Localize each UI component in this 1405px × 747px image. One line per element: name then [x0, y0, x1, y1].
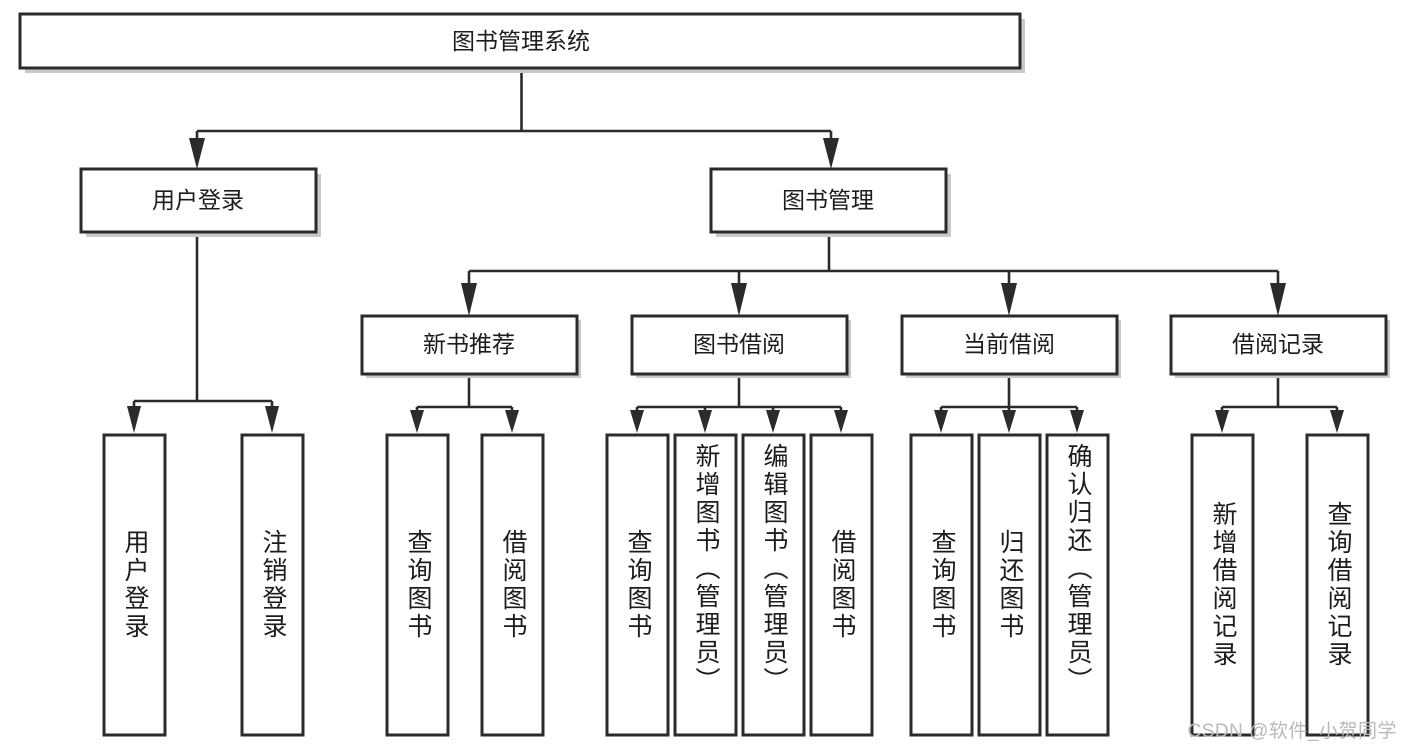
leaf-box-bb-borrow[interactable]	[809, 433, 874, 737]
arrow-head-bb-borrow	[834, 410, 848, 433]
node-current-borrow[interactable]: 当前借阅	[900, 314, 1121, 378]
node-book-borrow-box[interactable]	[630, 314, 849, 376]
node-book-borrow-label: 图书借阅	[693, 331, 785, 357]
arrow-head-cb-confirm	[1070, 410, 1084, 433]
node-user-login[interactable]: 用户登录	[79, 167, 321, 237]
leaf-box-br-add[interactable]	[1190, 433, 1255, 737]
arrow-head-current-borrow	[1001, 283, 1017, 316]
leaf-box-br-query[interactable]	[1305, 433, 1370, 737]
node-book-borrow[interactable]: 图书借阅	[630, 314, 851, 378]
arrow-head-user-login	[189, 138, 205, 169]
node-current-borrow-box[interactable]	[900, 314, 1119, 376]
arrow-head-bb-query	[630, 410, 644, 433]
arrow-head-book-borrow	[731, 283, 747, 316]
leaf-box-user-login[interactable]	[102, 433, 167, 737]
leaf-box-logout[interactable]	[240, 433, 305, 737]
connector-group	[127, 68, 1344, 433]
arrow-head-leaf-user-login	[127, 406, 141, 433]
node-new-book[interactable]: 新书推荐	[360, 314, 581, 378]
leaf-box-nb-query[interactable]	[385, 433, 450, 737]
leaf-box-cb-confirm[interactable]	[1045, 433, 1110, 737]
node-new-book-box[interactable]	[360, 314, 579, 376]
leaf-box-bb-edit[interactable]	[741, 433, 806, 737]
arrow-head-leaf-logout	[265, 406, 279, 433]
arrow-head-bb-add	[698, 410, 712, 433]
leaf-box-nb-borrow[interactable]	[480, 433, 545, 737]
arrow-head-new-book	[461, 283, 477, 316]
arrow-head-br-add	[1215, 410, 1229, 433]
arrow-head-nb-borrow	[505, 410, 519, 433]
node-borrow-record-label: 借阅记录	[1232, 331, 1324, 357]
arrow-head-nb-query	[410, 410, 424, 433]
arrow-head-cb-return	[1002, 410, 1016, 433]
node-root-label: 图书管理系统	[452, 28, 590, 54]
node-root-box[interactable]	[18, 12, 1022, 70]
node-borrow-record-box[interactable]	[1169, 314, 1388, 376]
arrow-head-book-mgmt	[823, 138, 839, 169]
arrow-head-borrow-record	[1270, 283, 1286, 316]
node-borrow-record[interactable]: 借阅记录	[1169, 314, 1390, 378]
leaf-box-cb-return[interactable]	[977, 433, 1042, 737]
leaf-box-cb-query[interactable]	[909, 433, 974, 737]
node-book-mgmt-label: 图书管理	[782, 187, 874, 213]
leaf-box-bb-query[interactable]	[605, 433, 670, 737]
node-book-mgmt-box[interactable]	[709, 167, 948, 234]
node-user-login-label: 用户登录	[152, 187, 244, 213]
node-new-book-label: 新书推荐	[423, 331, 515, 357]
node-user-login-box[interactable]	[79, 167, 318, 234]
node-current-borrow-label: 当前借阅	[963, 331, 1055, 357]
arrow-head-br-query	[1330, 410, 1344, 433]
watermark-text: CSDN @软件_小贺同学	[1187, 721, 1397, 742]
arrow-head-cb-query	[934, 410, 948, 433]
node-root[interactable]: 图书管理系统	[18, 12, 1025, 73]
arrow-head-bb-edit	[766, 410, 780, 433]
leaf-boxes	[102, 433, 1370, 737]
leaf-box-bb-add[interactable]	[673, 433, 738, 737]
node-book-mgmt[interactable]: 图书管理	[709, 167, 951, 237]
